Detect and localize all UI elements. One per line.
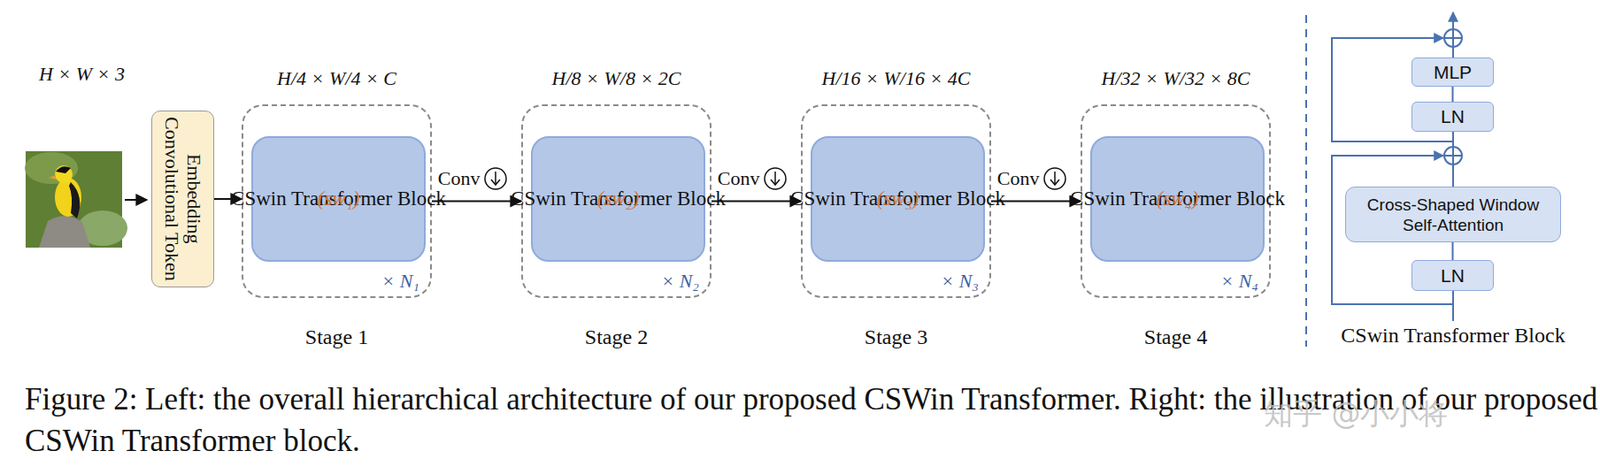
stage-group: H/8 × W/8 × 2C× N₂Stage 2CSwin Transform…: [521, 104, 712, 299]
foliage: [24, 152, 78, 185]
repeat-count: × N₃: [940, 269, 979, 293]
downsample-arrow: [774, 171, 777, 185]
box-label: MLP: [1433, 61, 1472, 84]
downsample-arrowhead: [770, 179, 780, 185]
sum-circle: [1444, 29, 1462, 47]
sum-plus: [1444, 146, 1462, 165]
watermark: 知乎 @小小将: [1263, 394, 1449, 435]
downsample-symbol: [1044, 168, 1066, 190]
window-size-label: (sw₄): [1156, 185, 1200, 213]
edge-label: Conv: [698, 167, 761, 191]
mlp-output-wire: [1452, 46, 1454, 58]
stage-group: H/4 × W/4 × C× N₁Stage 1CSwin Transforme…: [241, 104, 432, 299]
block-output-arrow: [1452, 12, 1454, 30]
block-input-wire: [1452, 291, 1454, 322]
embedding-box: Convolutional Token Embedding: [151, 110, 215, 288]
box-label: Convolutional Token Embedding: [161, 111, 206, 287]
bird-beak: [48, 175, 56, 180]
bird-cap: [55, 166, 71, 174]
downsample-circle: [1044, 168, 1066, 190]
data-flow-line: [1452, 131, 1454, 187]
stage-label: Stage 4: [1082, 325, 1270, 350]
attention-box: Cross-Shaped Window Self-Attention: [1345, 186, 1562, 243]
sum-node: [1444, 146, 1462, 165]
bird-wing: [69, 182, 80, 219]
dimension-label: H/4 × W/4 × C: [243, 67, 431, 91]
repeat-count: × N₁: [381, 269, 420, 293]
downsample-circle: [484, 168, 507, 190]
repeat-count: × N₂: [661, 269, 700, 293]
sum-node: [1444, 29, 1462, 47]
box-label: LN: [1440, 106, 1465, 128]
downsample-arrow: [494, 171, 497, 185]
transformer-block: CSwin Transformer Block(sw₂): [530, 136, 706, 262]
window-size-label: (sw₂): [597, 185, 640, 213]
norm-box: LN: [1411, 260, 1494, 292]
window-size-label: (sw₁): [317, 185, 361, 213]
bird-head: [54, 165, 73, 184]
data-flow-line: [1452, 242, 1454, 261]
box-label: LN: [1440, 265, 1465, 287]
downsample-arrowhead: [1050, 179, 1060, 185]
bird-photo: [24, 151, 128, 248]
sum-plus: [1444, 29, 1462, 47]
transformer-block: CSwin Transformer Block(sw₃): [810, 136, 985, 262]
stage-label: Stage 3: [802, 325, 990, 350]
dimension-label: H/32 × W/32 × 8C: [1082, 67, 1270, 91]
downsample-symbol: [764, 168, 786, 190]
input-arrow: [124, 199, 147, 201]
edge-label: Conv: [418, 167, 481, 191]
stage-label: Stage 2: [523, 325, 710, 350]
downsample-arrow: [1053, 171, 1056, 185]
stage-label: Stage 1: [243, 325, 431, 350]
dimension-label: H/16 × W/16 × 4C: [802, 67, 990, 91]
stage-group: H/16 × W/16 × 4C× N₃Stage 3CSwin Transfo…: [800, 104, 992, 299]
norm-box: LN: [1411, 101, 1494, 132]
panel-title: CSwin Transformer Block: [1320, 323, 1586, 348]
rock: [38, 215, 91, 248]
transformer-block: CSwin Transformer Block(sw₁): [251, 136, 426, 262]
repeat-count: × N₄: [1220, 269, 1259, 293]
edge-label: Conv: [977, 167, 1040, 191]
downsample-symbol: [484, 168, 507, 190]
data-flow-line: [1452, 86, 1454, 102]
transformer-block: CSwin Transformer Block(sw₄): [1090, 136, 1265, 262]
panel-separator: [1305, 15, 1308, 347]
box-label: Cross-Shaped Window Self-Attention: [1354, 194, 1552, 236]
dimension-label: H/8 × W/8 × 2C: [523, 67, 710, 91]
sum-circle: [1444, 146, 1462, 165]
downsample-circle: [764, 168, 786, 190]
stage-group: H/32 × W/32 × 8C× N₄Stage 4CSwin Transfo…: [1080, 104, 1271, 299]
window-size-label: (sw₃): [876, 185, 920, 213]
mlp-box: MLP: [1411, 57, 1494, 87]
downsample-arrowhead: [491, 179, 500, 185]
input-size: H × W × 3: [38, 62, 125, 86]
